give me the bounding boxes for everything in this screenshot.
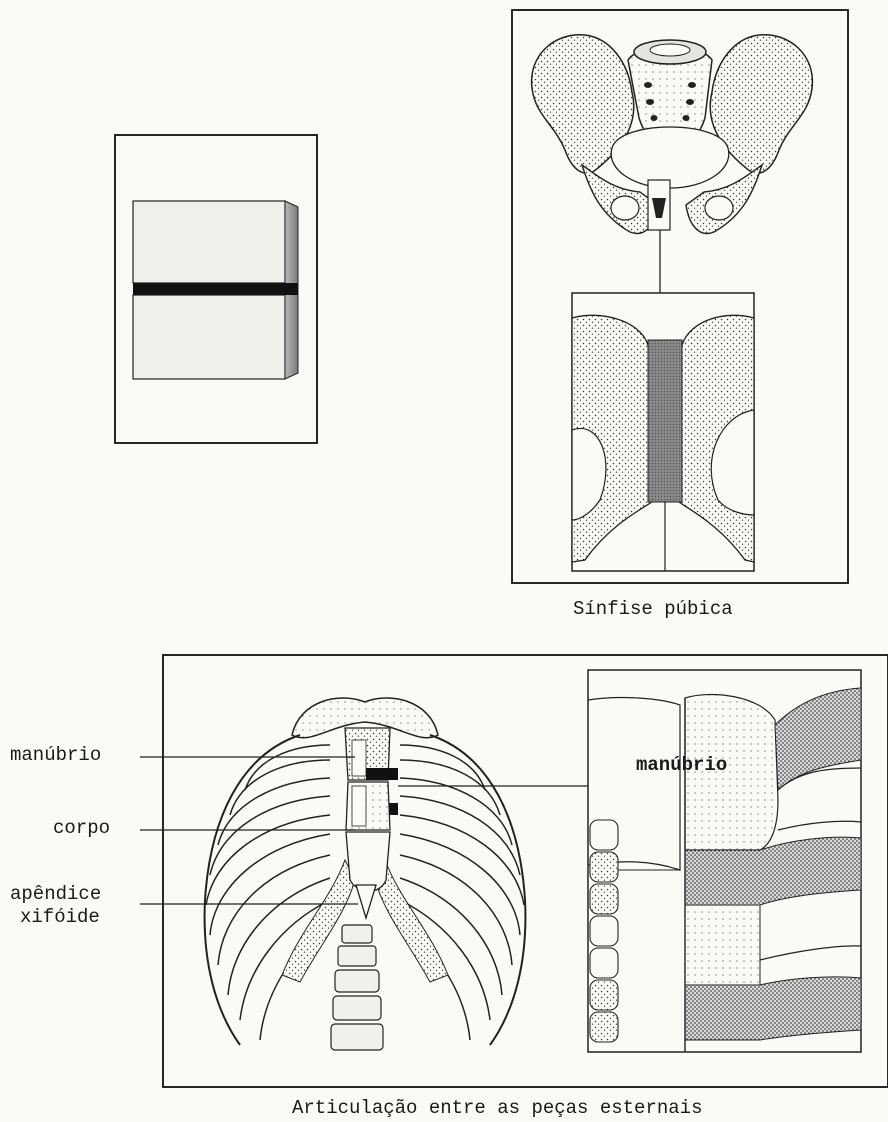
pubic-symphysis-panel (512, 10, 848, 583)
block-joint-panel (115, 135, 317, 443)
manubrium-label: manúbrio (10, 744, 101, 766)
sternum-inset (588, 670, 861, 1052)
sternum-panel (140, 655, 888, 1087)
inset-manubrium-label: manúbrio (636, 754, 727, 776)
xiphoid-label-line2: xifóide (20, 906, 100, 928)
sternal-joint-caption: Articulação entre as peças esternais (292, 1097, 702, 1119)
pubic-symphysis-caption: Sínfise púbica (573, 598, 733, 620)
xiphoid-label-line1: apêndice (10, 883, 101, 905)
body-label: corpo (53, 817, 110, 839)
symphysis-inset (572, 293, 754, 571)
